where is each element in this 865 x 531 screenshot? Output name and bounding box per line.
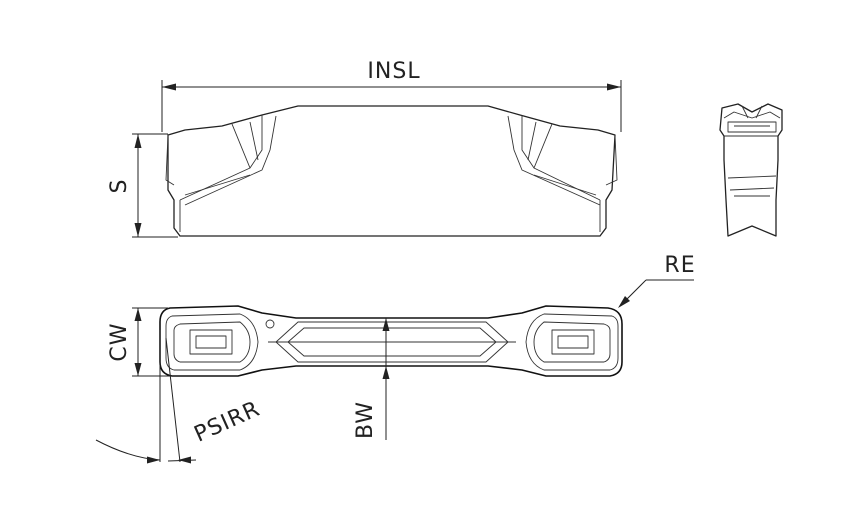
s-dimension: S xyxy=(107,133,178,238)
bw-label: BW xyxy=(353,401,378,439)
cw-label: CW xyxy=(107,322,132,361)
cw-dimension: CW xyxy=(107,307,170,377)
insl-label: INSL xyxy=(367,59,420,84)
end-view xyxy=(719,103,783,237)
re-leader: RE xyxy=(618,253,695,308)
re-label: RE xyxy=(664,253,695,278)
insl-dimension: INSL xyxy=(161,59,622,132)
s-label: S xyxy=(107,179,132,194)
side-view xyxy=(165,105,618,237)
psirr-label: PSIRR xyxy=(191,397,264,448)
bw-dimension: BW xyxy=(353,318,390,440)
plan-view xyxy=(159,305,623,377)
